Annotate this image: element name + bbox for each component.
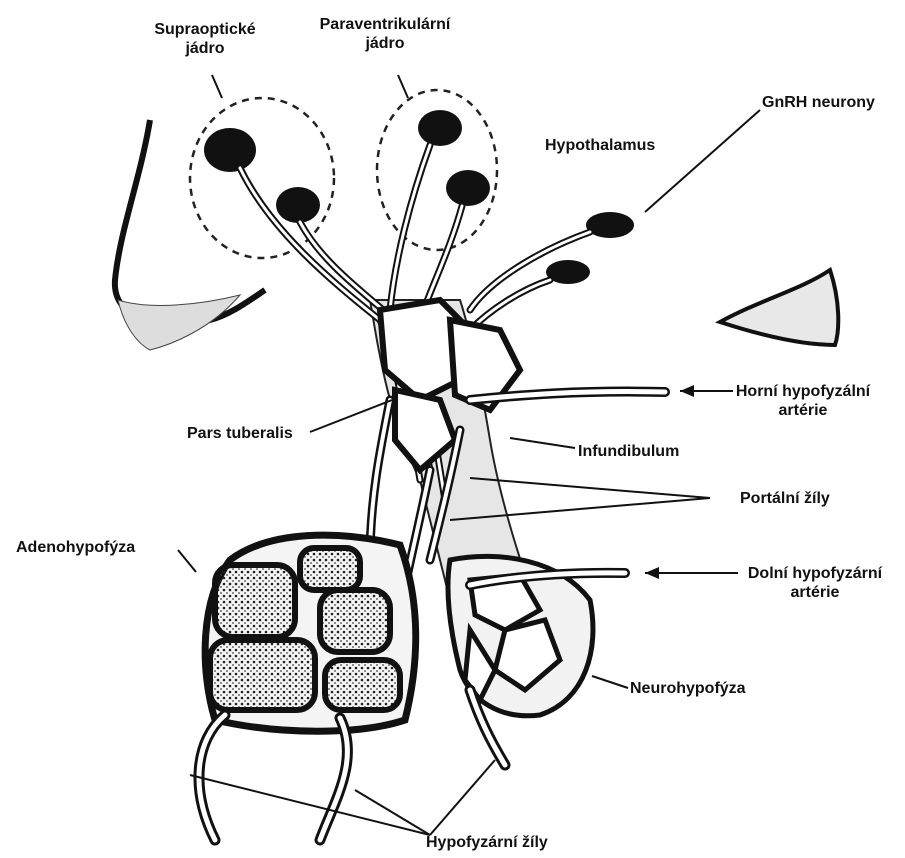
neuron-body: [204, 128, 256, 172]
brain-left-shading: [118, 295, 240, 350]
primary-capillary-plexus: [380, 300, 520, 470]
label-portal-veins: Portální žíly: [740, 489, 830, 508]
brain-right-outline: [720, 270, 838, 345]
label-adenohypophysis: Adenohypofýza: [16, 538, 135, 557]
gnrh-neuron-body: [586, 212, 634, 238]
arrowheads: [645, 385, 694, 579]
label-line: Paraventrikulární: [300, 15, 470, 34]
label-gnrh-neurons: GnRH neurony: [762, 93, 875, 112]
label-line: artérie: [735, 583, 895, 602]
label-line: Horní hypofyzální: [728, 382, 878, 401]
label-upper-hypophyseal-artery: Horní hypofyzální artérie: [728, 382, 878, 420]
label-neurohypophysis: Neurohypofýza: [630, 679, 746, 698]
label-supraoptic-nucleus: Supraoptické jádro: [130, 20, 280, 58]
label-line: jádro: [300, 34, 470, 53]
label-hypothalamus: Hypothalamus: [545, 136, 655, 155]
label-line: artérie: [728, 401, 878, 420]
supraoptic-nucleus-outline: [190, 98, 334, 258]
label-line: Supraoptické: [130, 20, 280, 39]
label-line: jádro: [130, 39, 280, 58]
label-lower-hypophyseal-artery: Dolní hypofyzární artérie: [735, 564, 895, 602]
label-paraventricular-nucleus: Paraventrikulární jádro: [300, 15, 470, 53]
label-infundibulum: Infundibulum: [578, 442, 679, 461]
label-line: Dolní hypofyzární: [735, 564, 895, 583]
neuron-body: [276, 187, 320, 223]
label-pars-tuberalis: Pars tuberalis: [187, 424, 293, 443]
neuron-body: [446, 170, 490, 206]
neuron-body: [418, 110, 462, 146]
label-hypophyseal-veins: Hypofyzární žíly: [426, 833, 548, 852]
